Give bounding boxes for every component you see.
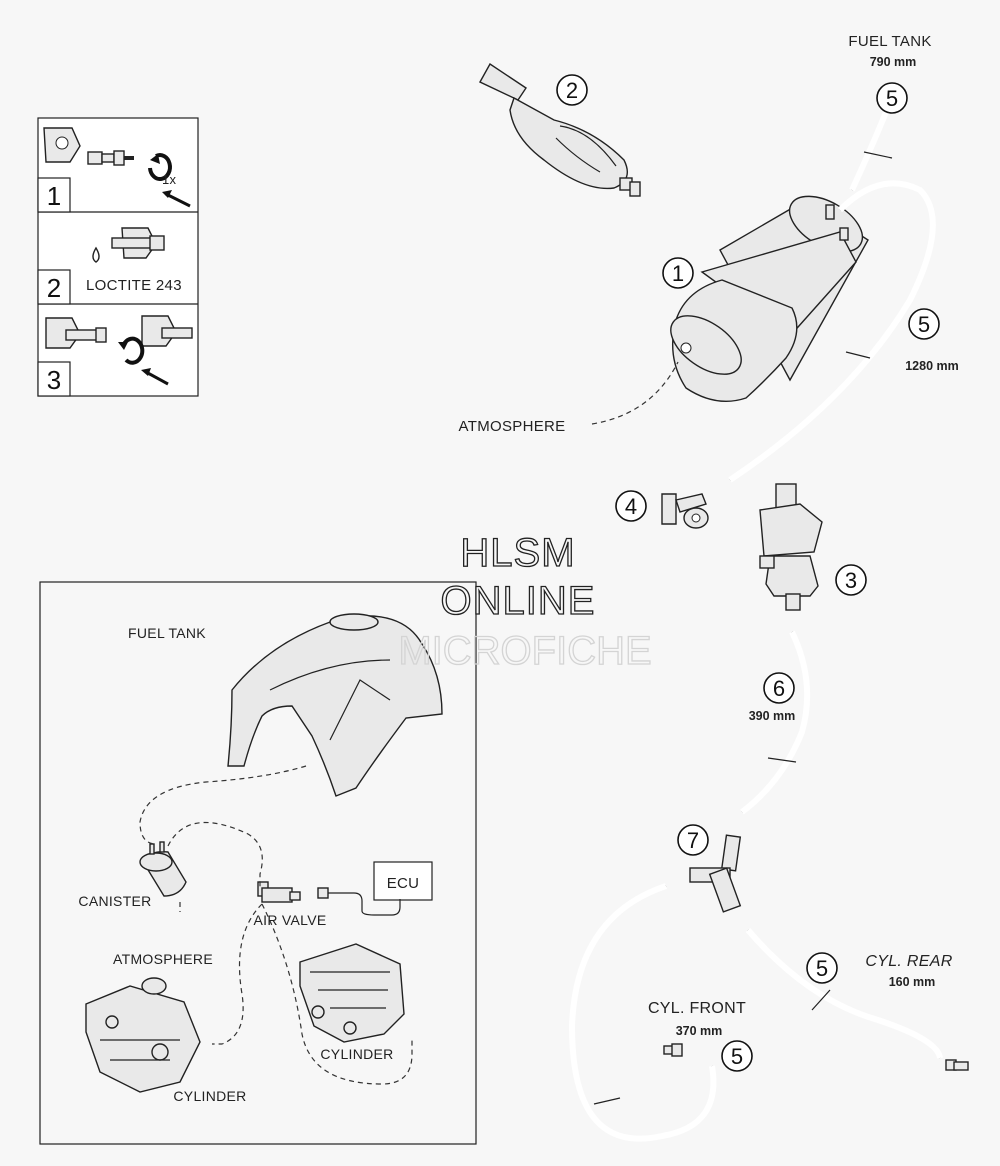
evaporative-canister (670, 195, 869, 403)
watermark: HLSM ONLINE MICROFICHE (398, 530, 653, 673)
canister-holder-bracket (479, 62, 641, 197)
t-connector (689, 834, 742, 913)
watermark-line-2: ONLINE (441, 579, 596, 623)
cyl-front-nipple (663, 1043, 683, 1057)
cyl-rear-nipple (945, 1059, 969, 1071)
svg-text:5: 5 (918, 312, 930, 337)
svg-text:7: 7 (687, 828, 699, 853)
inset-atmosphere-label: ATMOSPHERE (113, 951, 213, 967)
callout-2: 2 (556, 74, 588, 106)
inset-ecu: ECU (373, 861, 433, 901)
system-schematic-inset: ECU FUEL TANK CANISTER AI (39, 581, 477, 1145)
hose-cyl-rear (745, 928, 943, 1059)
callout-6: 6 (763, 672, 795, 704)
step-3-number: 3 (47, 365, 61, 395)
step-1-count: 1x (162, 172, 177, 187)
inset-canister (139, 841, 187, 897)
callout-5-right: 5 (908, 308, 940, 340)
inset-cylinder-right-label: CYLINDER (320, 1046, 393, 1062)
inset-hose-tank-canister (139, 765, 307, 845)
step-2-number: 2 (47, 273, 61, 303)
atmosphere-leader (591, 361, 679, 425)
step-3-fitting-icon (45, 315, 193, 349)
inset-fuel-tank-label: FUEL TANK (128, 625, 206, 641)
inset-hose-cylinder-right (261, 903, 413, 1085)
step-2-fitting-icon (92, 227, 165, 263)
inset-air-valve-label: AIR VALVE (254, 912, 327, 928)
label-cyl-front: CYL. FRONT (648, 1000, 746, 1017)
svg-text:6: 6 (773, 676, 785, 701)
step-1-number: 1 (47, 181, 61, 211)
svg-text:4: 4 (625, 494, 637, 519)
hose-fuel-tank-790 (849, 110, 893, 192)
svg-text:2: 2 (566, 78, 578, 103)
callout-5-rear: 5 (806, 952, 838, 984)
step-1-fitting-icon (43, 127, 134, 166)
label-370mm: 370 mm (676, 1024, 723, 1038)
callout-5-top: 5 (876, 82, 908, 114)
callout-1: 1 (662, 257, 694, 289)
svg-text:5: 5 (731, 1044, 743, 1069)
watermark-line-1: HLSM (460, 531, 575, 575)
inset-fuel-tank (227, 613, 443, 797)
label-790mm: 790 mm (870, 55, 917, 69)
callout-3: 3 (835, 564, 867, 596)
drop-icon (92, 246, 100, 263)
callout-4: 4 (615, 490, 647, 522)
rotate-arrow-icon (148, 153, 191, 208)
label-1280mm: 1280 mm (905, 359, 959, 373)
label-390mm: 390 mm (749, 709, 796, 723)
svg-text:1: 1 (672, 261, 684, 286)
label-160mm: 160 mm (889, 975, 936, 989)
inset-ecu-label: ECU (387, 875, 420, 892)
svg-text:3: 3 (845, 568, 857, 593)
hose-1280 (728, 180, 936, 483)
label-cyl-rear: CYL. REAR (865, 953, 952, 970)
inset-cylinder-left-label: CYLINDER (173, 1088, 246, 1104)
hose-clip (661, 493, 709, 529)
hose-390 (740, 630, 811, 815)
watermark-line-3: MICROFICHE (398, 629, 651, 673)
step-2-loctite-label: LOCTITE 243 (86, 277, 182, 294)
svg-text:5: 5 (886, 86, 898, 111)
callout-5-front: 5 (721, 1040, 753, 1072)
label-fuel-tank-top: FUEL TANK (848, 33, 931, 50)
inset-hose-canister-valve (167, 821, 263, 888)
rotate-arrow-icon (118, 336, 169, 386)
hose-cyl-front (568, 883, 717, 1142)
label-atmosphere: ATMOSPHERE (459, 418, 566, 435)
inset-air-valve (257, 881, 329, 903)
inset-cylinder-left (85, 977, 201, 1093)
inset-canister-label: CANISTER (78, 893, 151, 909)
svg-text:5: 5 (816, 956, 828, 981)
assembly-steps-box: 1 2 3 1x LOCTITE 243 (37, 117, 199, 397)
air-valve (759, 483, 823, 611)
callout-7: 7 (677, 824, 709, 856)
inset-cylinder-right (299, 943, 405, 1043)
